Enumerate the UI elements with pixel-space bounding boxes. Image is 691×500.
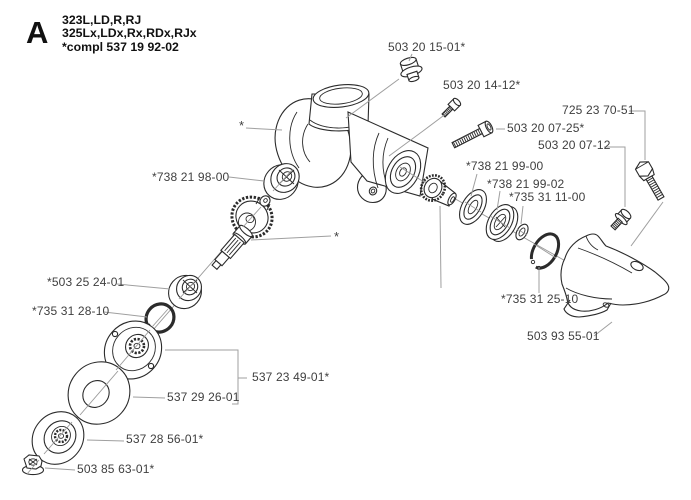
part-label-flange-screw: 503 20 07-12 bbox=[538, 138, 611, 152]
guard-plate-drawing bbox=[560, 233, 670, 318]
included-marker-housing: * bbox=[239, 118, 245, 133]
title-block: 323L,LD,R,RJ 325Lx,LDx,Rx,RDx,RJx *compl… bbox=[62, 13, 197, 54]
part-label-pinion-ring: *738 21 99-00 bbox=[466, 159, 544, 173]
part-label-hex-bolt: 725 23 70-51 bbox=[562, 103, 635, 117]
part-label-output-bearing: *503 25 24-01 bbox=[47, 275, 125, 289]
flange-screw-drawing bbox=[610, 208, 632, 231]
models-line-2: 325Lx,LDx,Rx,RDx,RJx bbox=[62, 26, 197, 41]
plug-drawing bbox=[399, 56, 423, 83]
hex-bolt-drawing bbox=[634, 161, 665, 201]
part-label-plug: 503 20 15-01* bbox=[388, 40, 466, 54]
models-line-1: 323L,LD,R,RJ bbox=[62, 13, 142, 27]
pinion-gear-drawing bbox=[419, 174, 457, 207]
section-letter: A bbox=[26, 15, 49, 50]
output-shaft-drawing bbox=[211, 224, 253, 271]
part-label-guard-plate: 503 93 55-01 bbox=[527, 329, 600, 343]
included-marker-shaft: * bbox=[334, 229, 340, 244]
part-label-flange-nut: 503 85 63-01* bbox=[77, 462, 155, 476]
part-label-disc-assembly: 537 23 49-01* bbox=[252, 370, 330, 384]
gearbox-housing-drawing bbox=[274, 84, 429, 204]
complete-kit-note: *compl 537 19 92-02 bbox=[62, 39, 179, 54]
part-label-support-washer: 537 29 26-01 bbox=[167, 390, 240, 404]
leader-lines bbox=[44, 53, 664, 471]
part-label-large-snap-ring: *735 31 25-10 bbox=[501, 292, 579, 306]
axis-overlay bbox=[26, 166, 557, 475]
part-label-long-bolt: 503 20 07-25* bbox=[507, 121, 585, 135]
flange-nut-drawing bbox=[21, 454, 45, 476]
part-label-support-cup: 537 28 56-01* bbox=[126, 432, 204, 446]
part-label-seal-bearing: *738 21 98-00 bbox=[152, 170, 230, 184]
part-label-thrust-washer: *735 31 11-00 bbox=[509, 190, 586, 204]
part-label-small-screw: 503 20 14-12* bbox=[443, 78, 521, 92]
long-bolt-drawing bbox=[451, 120, 494, 149]
part-label-small-snap-ring: *735 31 28-10 bbox=[32, 304, 110, 318]
part-label-pinion-bearing: *738 21 99-02 bbox=[487, 177, 565, 191]
